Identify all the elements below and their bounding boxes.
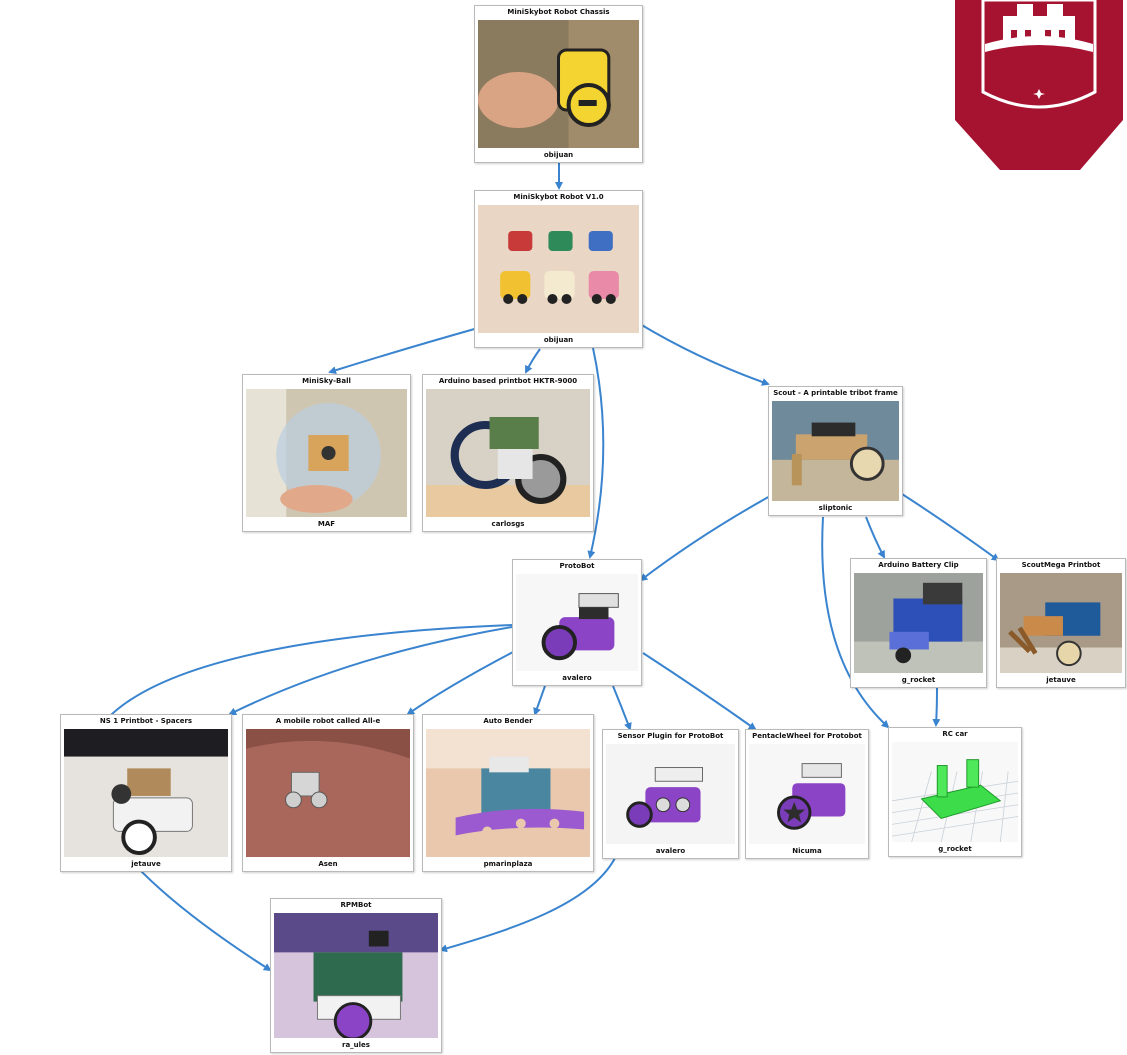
two-wheel-robot-image (426, 389, 590, 517)
node-title: ScoutMega Printbot (1021, 561, 1101, 569)
node-scout[interactable]: Scout - A printable tribot frame slipton… (768, 386, 903, 516)
node-rccar[interactable]: RC car g_rocket (888, 727, 1022, 857)
edge-clip-rccar (932, 687, 941, 727)
edge-v1-hktr (525, 348, 541, 374)
node-author: jetauve (1046, 676, 1076, 684)
node-title: Arduino based printbot HKTR-9000 (438, 377, 578, 385)
pentacle-icon (783, 801, 806, 823)
purple-robot-image (516, 574, 638, 671)
edge-protobot-sensor (612, 685, 632, 731)
edge-scout-rccar (821, 516, 890, 729)
tribot-frame-image (772, 401, 899, 501)
star-wheel-robot-image (749, 744, 865, 844)
node-alle[interactable]: A mobile robot called All-e Asen (242, 714, 414, 872)
node-clip[interactable]: Arduino Battery Clip g_rocket (850, 558, 987, 688)
edge-v1-ball (328, 327, 479, 375)
logo-year: 1870 (1024, 67, 1054, 83)
node-title: ProtoBot (559, 562, 595, 570)
edge-protobot-ns1 (228, 626, 513, 715)
battery-clip-image (854, 573, 983, 673)
node-title: MiniSkybot Robot V1.0 (513, 193, 604, 201)
node-chassis[interactable]: MiniSkybot Robot Chassis obijuan (474, 5, 643, 163)
edge-sensor-rpm (439, 857, 616, 953)
node-author: sliptonic (818, 504, 853, 512)
node-title: Auto Bender (483, 717, 533, 725)
node-title: MiniSkybot Robot Chassis (507, 8, 610, 16)
node-title: PentacleWheel for Protobot (752, 732, 862, 740)
node-title: A mobile robot called All-e (275, 717, 381, 725)
node-ball[interactable]: MiniSky-Ball MAF (242, 374, 411, 532)
node-author: g_rocket (901, 676, 936, 684)
node-title: Scout - A printable tribot frame (773, 389, 898, 397)
node-rpm[interactable]: RPMBot ra_ules (270, 898, 442, 1053)
node-sensor[interactable]: Sensor Plugin for ProtoBot avalero (602, 729, 739, 859)
node-author: Asen (318, 860, 338, 868)
node-bender[interactable]: Auto Bender pmarinplaza (422, 714, 594, 872)
node-author: g_rocket (938, 845, 972, 853)
node-title: NS 1 Printbot - Spacers (99, 717, 193, 725)
node-author: avalero (655, 847, 686, 855)
edge-protobot-alle (406, 650, 516, 716)
node-author: Nicuma (792, 847, 822, 855)
edge-scout-clip (865, 516, 885, 559)
node-author: obijuan (543, 336, 574, 344)
node-ns1[interactable]: NS 1 Printbot - Spacers jetauve (60, 714, 232, 872)
node-author: ra_ules (342, 1041, 370, 1049)
node-title: MiniSky-Ball (302, 377, 351, 385)
node-author: MAF (317, 520, 336, 528)
node-author: obijuan (543, 151, 574, 159)
node-hktr[interactable]: Arduino based printbot HKTR-9000 carlosg… (422, 374, 594, 532)
hand-holding-chassis-image (478, 20, 639, 148)
node-title: RC car (942, 730, 968, 738)
six-robots-image (478, 205, 639, 333)
node-author: pmarinplaza (483, 860, 533, 868)
node-title: RPMBot (340, 901, 372, 909)
node-title: Arduino Battery Clip (878, 561, 959, 569)
white-printbot-image (64, 729, 228, 857)
university-seal-logo: 1870 (955, 0, 1123, 170)
robot-in-ball-image (246, 389, 407, 517)
node-v1[interactable]: MiniSkybot Robot V1.0 obijuan (474, 190, 643, 348)
node-protobot[interactable]: ProtoBot avalero (512, 559, 642, 686)
node-author: carlosgs (491, 520, 525, 528)
node-mega[interactable]: ScoutMega Printbot jetauve (996, 558, 1126, 688)
robot-on-table-image (274, 913, 438, 1038)
edge-scout-protobot (639, 494, 773, 582)
bumper-robot-image (426, 729, 590, 857)
node-pentacle[interactable]: PentacleWheel for Protobot Nicuma (745, 729, 869, 859)
node-author: avalero (562, 674, 592, 682)
edge-v1-protobot (587, 347, 605, 559)
robot-with-sensor-image (606, 744, 735, 844)
edge-v1-scout (639, 323, 770, 386)
node-author: jetauve (131, 860, 161, 868)
star-icon (1033, 89, 1045, 99)
scout-mega-image (1000, 573, 1122, 673)
edge-scout-mega (901, 493, 1000, 562)
node-title: Sensor Plugin for ProtoBot (617, 732, 724, 740)
edge-protobot-pentacle (642, 652, 757, 731)
green-3d-model-image (892, 742, 1018, 842)
edge-protobot-bender (533, 685, 546, 716)
small-robot-image (246, 729, 410, 857)
